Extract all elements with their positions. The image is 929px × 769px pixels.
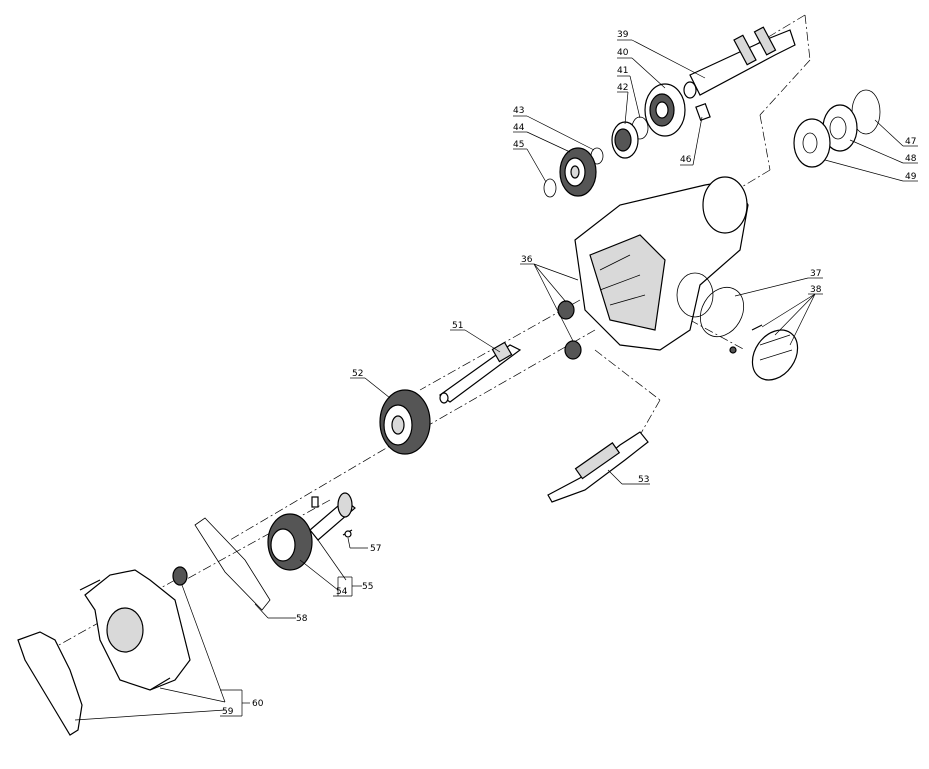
part-46-key: [695, 102, 711, 122]
side-handle: [17, 631, 83, 736]
label-51: 51: [452, 321, 463, 331]
part-36-bushings: [557, 300, 582, 360]
label-57: 57: [370, 544, 381, 554]
label-54: 54: [336, 587, 348, 597]
callout-labels: 39 40 41 42 43 44 45 46 47 48 49 36 37 3…: [222, 30, 917, 717]
label-43: 43: [513, 106, 524, 116]
part-52-gear: [379, 389, 431, 455]
label-52: 52: [352, 369, 363, 379]
label-42: 42: [617, 83, 628, 93]
part-54-55-gear-assembly: [267, 492, 356, 571]
label-40: 40: [617, 48, 629, 58]
label-41: 41: [617, 66, 628, 76]
label-36: 36: [521, 255, 533, 265]
label-44: 44: [513, 123, 525, 133]
part-53-lever: [547, 431, 649, 503]
part-38-cover: [729, 324, 799, 381]
label-49: 49: [905, 172, 917, 182]
label-46: 46: [680, 155, 692, 165]
label-39: 39: [617, 30, 629, 40]
gear-cover: [79, 569, 191, 691]
part-39-shaft: [683, 26, 796, 99]
label-47: 47: [905, 137, 916, 147]
label-45: 45: [513, 140, 524, 150]
leader-lines: [74, 39, 918, 721]
label-38: 38: [810, 285, 822, 295]
part-58-gasket: [194, 517, 271, 611]
label-58: 58: [296, 614, 308, 624]
part-59-bushing: [172, 566, 188, 586]
assembly-axis-lines: [49, 14, 811, 651]
label-37: 37: [810, 269, 821, 279]
part-51-shaft: [438, 341, 522, 404]
part-45-circlip: [543, 178, 557, 198]
label-48: 48: [905, 154, 917, 164]
part-42-bearing: [611, 121, 639, 159]
part-40-bearing: [644, 83, 686, 137]
part-44-gear: [559, 147, 597, 197]
label-59: 59: [222, 707, 234, 717]
gear-housing: [574, 176, 749, 351]
part-57-screw: [342, 529, 353, 538]
label-53: 53: [638, 475, 649, 485]
label-55: 55: [362, 582, 373, 592]
part-37-o-ring: [699, 286, 745, 338]
part-49-washer: [793, 118, 831, 168]
label-60: 60: [252, 699, 264, 709]
